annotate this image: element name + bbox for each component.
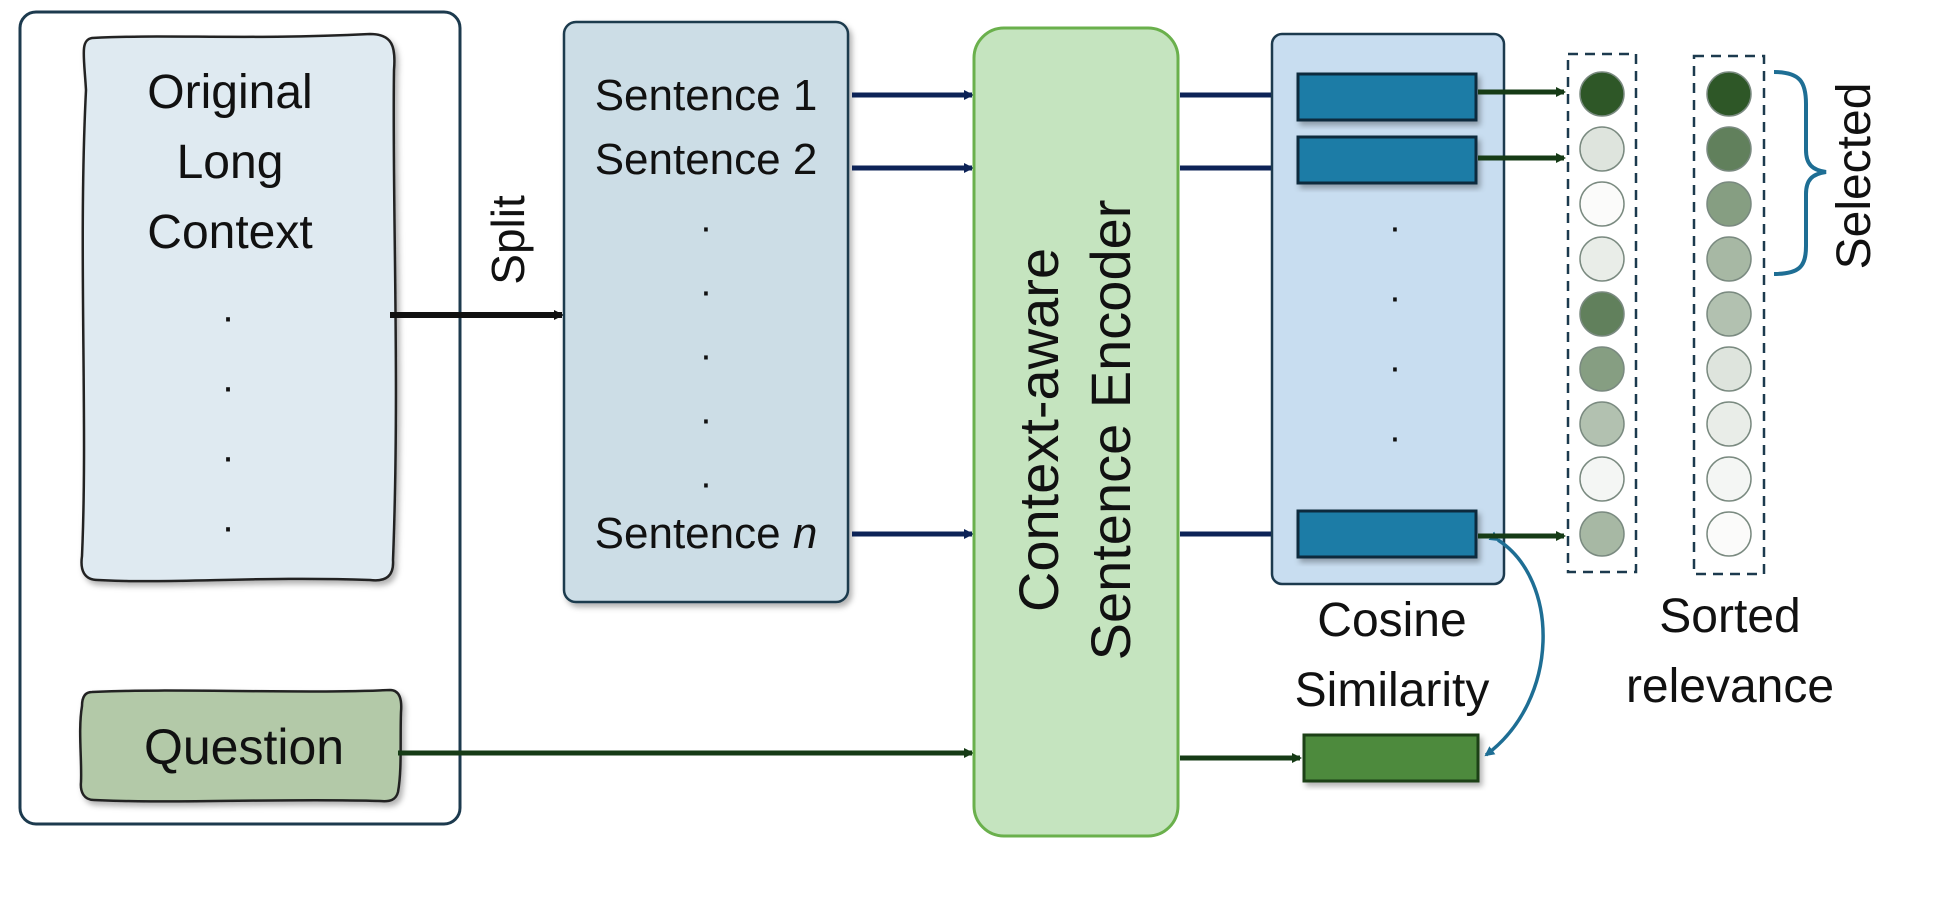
relevance-score-circle bbox=[1579, 456, 1625, 502]
context-dot: · bbox=[221, 435, 234, 479]
sentence-dot: · bbox=[700, 271, 713, 313]
selected-label: Selected bbox=[1828, 83, 1881, 270]
cosine-caption-line-1: Cosine bbox=[1317, 594, 1466, 647]
input-frame bbox=[18, 10, 462, 826]
context-title-line-3: Context bbox=[147, 206, 312, 259]
relevance-column bbox=[1566, 52, 1638, 574]
sentence-1-label: Sentence 1 bbox=[595, 71, 818, 120]
sorted-relevance-circle bbox=[1706, 126, 1752, 172]
encoder-label-line-1: Context-aware bbox=[1007, 248, 1070, 612]
sentence-dot: · bbox=[700, 463, 713, 505]
relevance-score-circle bbox=[1579, 71, 1625, 117]
cosine-caption-line-2: Similarity bbox=[1295, 664, 1490, 717]
relevance-score-circle bbox=[1579, 511, 1625, 557]
sentence-embedding-n bbox=[1296, 509, 1478, 559]
context-title-line-2: Long bbox=[177, 136, 284, 189]
sentence-n-label: Sentence n bbox=[595, 509, 818, 558]
sorted-relevance-scores bbox=[1706, 71, 1752, 557]
sorted-relevance-circle bbox=[1706, 181, 1752, 227]
sorted-caption-line-2: relevance bbox=[1626, 660, 1834, 713]
question-box bbox=[78, 688, 403, 803]
sorted-caption-line-1: Sorted bbox=[1659, 590, 1800, 643]
sentence-embedding-1 bbox=[1296, 72, 1478, 122]
context-dot: · bbox=[221, 295, 234, 339]
context-dot: · bbox=[221, 505, 234, 549]
sentence-2-label: Sentence 2 bbox=[595, 135, 818, 184]
relevance-score-circle bbox=[1579, 346, 1625, 392]
sentence-n-variable: n bbox=[793, 509, 817, 558]
embedding-dot: · bbox=[1389, 277, 1402, 319]
embedding-dot: · bbox=[1389, 207, 1402, 249]
sentence-dot: · bbox=[700, 399, 713, 441]
encoder-label-line-2: Sentence Encoder bbox=[1079, 200, 1142, 661]
embedding-dot: · bbox=[1389, 347, 1402, 389]
sentence-encoder bbox=[972, 26, 1180, 838]
embedding-dot: · bbox=[1389, 417, 1402, 459]
sorted-relevance-circle bbox=[1706, 346, 1752, 392]
context-dot: · bbox=[221, 365, 234, 409]
sorted-relevance-column bbox=[1692, 54, 1766, 576]
question-embedding bbox=[1302, 733, 1480, 783]
relevance-score-circle bbox=[1579, 236, 1625, 282]
sentence-dot: · bbox=[700, 207, 713, 249]
relevance-score-circle bbox=[1579, 126, 1625, 172]
relevance-scores bbox=[1579, 71, 1625, 557]
similarity-curve-arrow bbox=[1484, 531, 1545, 757]
context-title-line-1: Original bbox=[147, 66, 312, 119]
sorted-relevance-circle bbox=[1706, 236, 1752, 282]
split-label: Split bbox=[482, 195, 534, 285]
sorted-relevance-circle bbox=[1706, 71, 1752, 117]
selected-brace bbox=[1773, 70, 1827, 276]
relevance-score-circle bbox=[1579, 291, 1625, 337]
relevance-score-circle bbox=[1579, 181, 1625, 227]
sentence-n-prefix: Sentence bbox=[595, 509, 793, 558]
sorted-relevance-circle bbox=[1706, 456, 1752, 502]
sentence-dot: · bbox=[700, 335, 713, 377]
sorted-relevance-circle bbox=[1706, 401, 1752, 447]
context-box bbox=[80, 32, 398, 583]
sorted-relevance-circle bbox=[1706, 511, 1752, 557]
sentences-box bbox=[562, 20, 850, 604]
sentence-embedding-2 bbox=[1296, 135, 1478, 185]
relevance-score-circle bbox=[1579, 401, 1625, 447]
sorted-relevance-circle bbox=[1706, 291, 1752, 337]
question-label: Question bbox=[144, 719, 344, 775]
